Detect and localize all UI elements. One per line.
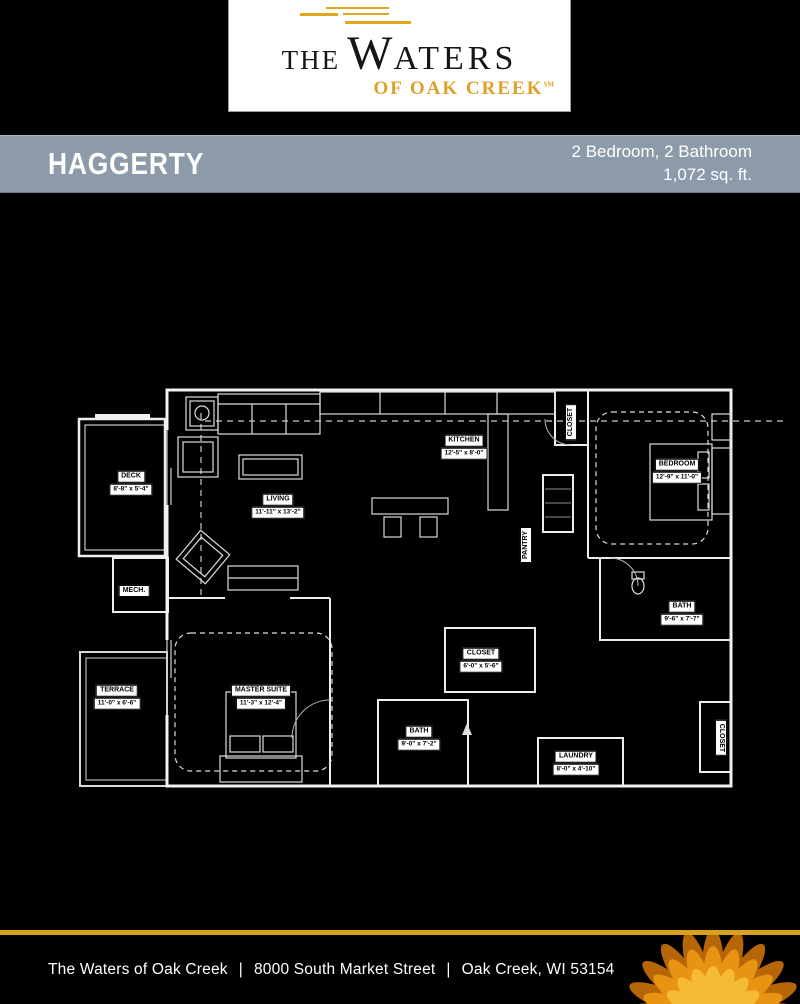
room-label-bath-2: BATH 9'-6" x 7'-7"	[660, 600, 704, 626]
room-dims: 11'-11" x 13'-2"	[251, 506, 305, 519]
footer-separator: |	[446, 960, 451, 978]
footer-street: 8000 South Market Street	[253, 960, 436, 978]
logo-water-lines-icon	[300, 13, 338, 16]
plan-banner: HAGGERTY 2 Bedroom, 2 Bathroom 1,072 sq.…	[0, 135, 800, 193]
brand-the: THE	[281, 45, 341, 75]
room-name: CLOSET	[714, 719, 728, 757]
trademark-sm: SM	[543, 80, 555, 89]
spec-bed-bath: 2 Bedroom, 2 Bathroom	[571, 142, 752, 162]
room-name: CLOSET	[564, 403, 578, 441]
room-label-kitchen: KITCHEN 12'-5" x 8'-0"	[440, 434, 488, 460]
room-name: MASTER SUITE	[230, 684, 292, 697]
brand-subtitle: OF OAK CREEKSM	[373, 78, 554, 100]
room-dims: 11'-3" x 12'-4"	[235, 697, 287, 710]
brand-waters-rest: ATERS	[393, 40, 518, 77]
room-dims: 8'-0" x 4'-10"	[552, 763, 600, 776]
room-name: LAUNDRY	[555, 750, 597, 763]
room-name: TERRACE	[96, 684, 138, 697]
room-label-closet-entry: CLOSET	[564, 403, 578, 441]
logo-water-lines-icon	[345, 21, 411, 24]
room-dims: 11'-0" x 6'-6"	[93, 697, 141, 710]
footer-gold-divider	[0, 930, 800, 935]
room-dims: 8'-8" x 5'-4"	[109, 483, 153, 496]
room-label-mech: MECH.	[118, 584, 150, 598]
footer-separator: |	[238, 960, 243, 978]
room-name: PANTRY	[519, 527, 533, 563]
room-label-master-suite: MASTER SUITE 11'-3" x 12'-4"	[230, 684, 292, 710]
room-dims: 6'-0" x 5'-6"	[459, 660, 503, 673]
room-dims: 9'-6" x 7'-7"	[660, 613, 704, 626]
room-label-closet-right: CLOSET	[714, 719, 728, 757]
room-name: BEDROOM	[654, 458, 700, 471]
room-name: BATH	[405, 725, 433, 738]
footer-city: Oak Creek, WI 53154	[461, 960, 615, 978]
brand-subtitle-text: OF OAK CREEK	[373, 78, 544, 99]
plan-name: HAGGERTY	[48, 146, 205, 181]
room-dims: 12'-9" x 11'-0"	[651, 471, 703, 484]
footer: The Waters of Oak Creek | 8000 South Marke…	[0, 935, 800, 1004]
room-label-bedroom: BEDROOM 12'-9" x 11'-0"	[651, 458, 703, 484]
logo-water-lines-icon	[326, 7, 389, 9]
logo-water-lines-icon	[343, 13, 389, 15]
room-label-living: LIVING 11'-11" x 13'-2"	[251, 493, 305, 519]
brand-waters-initial: W	[347, 27, 394, 80]
room-label-terrace: TERRACE 11'-0" x 6'-6"	[93, 684, 141, 710]
room-label-laundry: LAUNDRY 8'-0" x 4'-10"	[552, 750, 600, 776]
room-label-bath-master: BATH 9'-0" x 7'-2"	[397, 725, 441, 751]
footer-address: The Waters of Oak Creek | 8000 South Marke…	[48, 961, 615, 979]
room-name: DECK	[117, 470, 145, 483]
room-name: LIVING	[262, 493, 294, 506]
room-label-deck: DECK 8'-8" x 5'-4"	[109, 470, 153, 496]
flower-image	[623, 935, 800, 1004]
logo-card: THE W ATERS OF OAK CREEKSM	[228, 0, 571, 112]
room-dims: 9'-0" x 7'-2"	[397, 738, 441, 751]
room-label-closet-walkin: CLOSET 6'-0" x 5'-6"	[459, 647, 503, 673]
room-label-pantry: PANTRY	[519, 527, 533, 563]
room-name: MECH.	[118, 584, 150, 598]
footer-community-name: The Waters of Oak Creek	[48, 960, 228, 978]
spec-sqft: 1,072 sq. ft.	[663, 165, 752, 184]
brand-name: THE W ATERS	[229, 26, 570, 81]
plan-specs: 2 Bedroom, 2 Bathroom 1,072 sq. ft.	[572, 141, 752, 187]
room-name: BATH	[668, 600, 696, 613]
room-dims: 12'-5" x 8'-0"	[440, 447, 488, 460]
room-name: CLOSET	[462, 647, 500, 660]
room-name: KITCHEN	[444, 434, 484, 447]
